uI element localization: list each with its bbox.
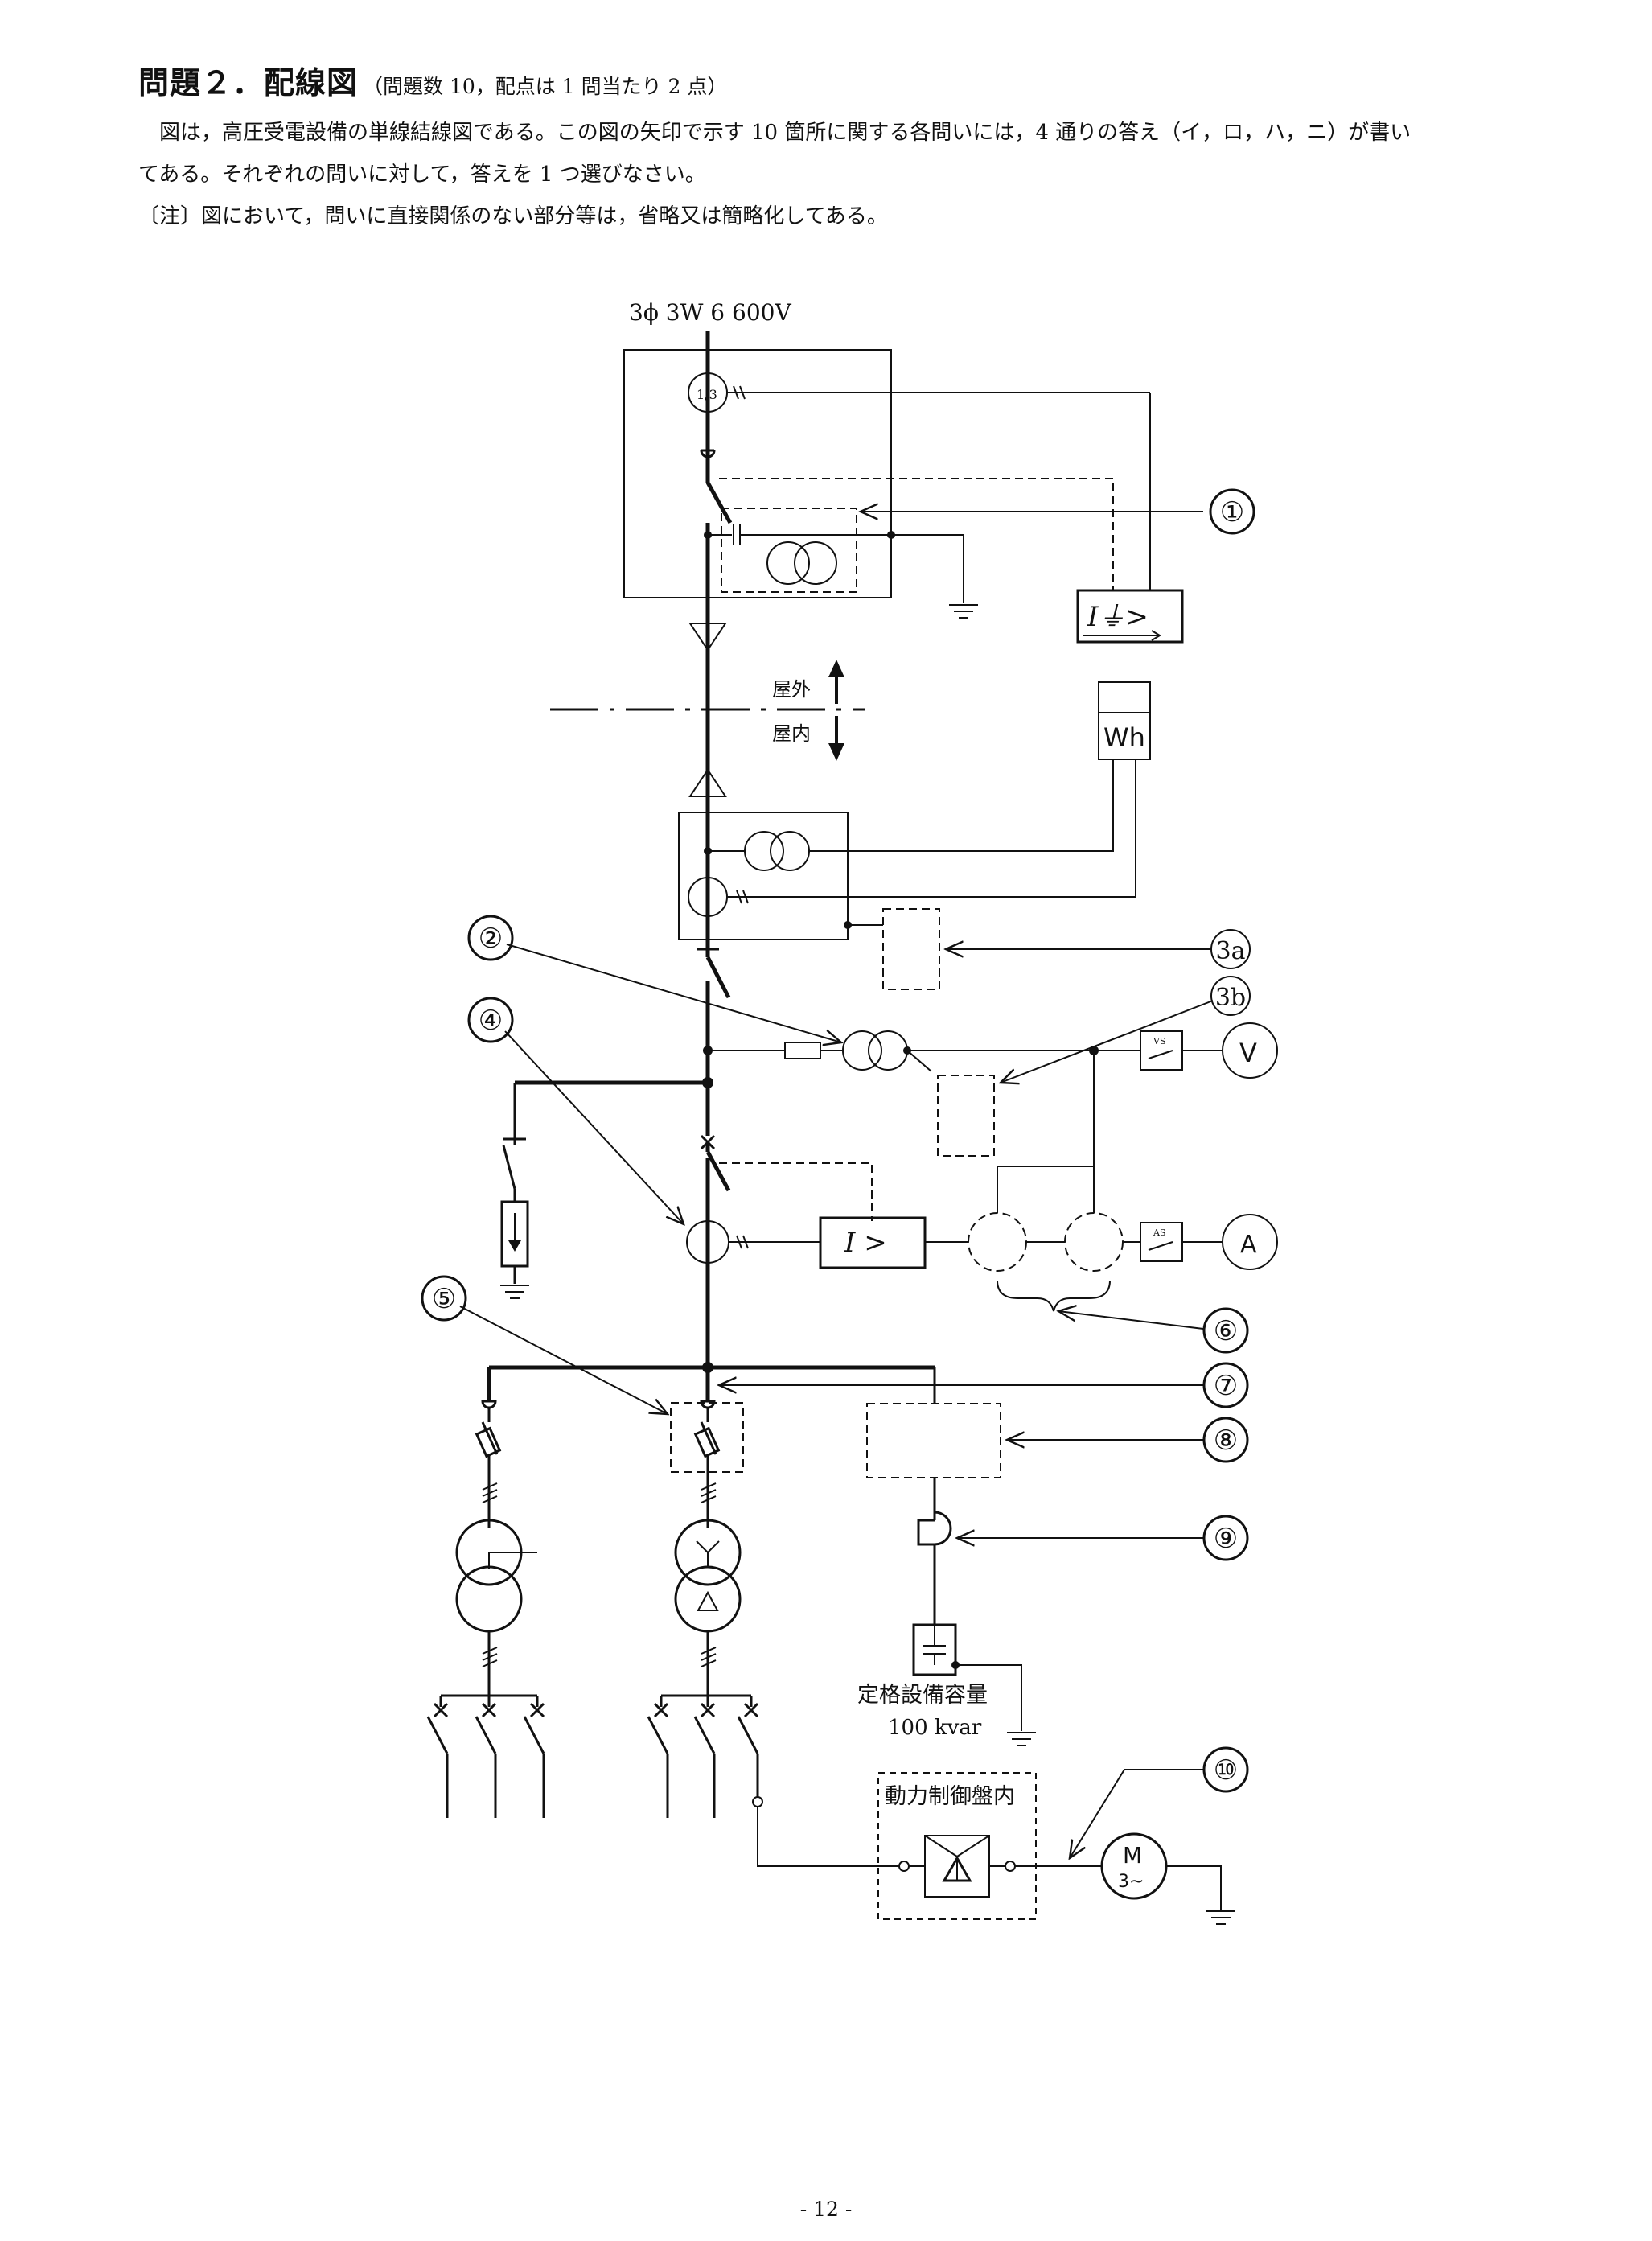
feeder2-lv-breakers bbox=[647, 1696, 759, 1818]
page-number: - 12 - bbox=[799, 2198, 853, 2221]
brace-6 bbox=[997, 1280, 1111, 1312]
capacitor-rating: 100 kvar bbox=[888, 1716, 982, 1740]
instruction-line-1: 図は，高圧受電設備の単線結線図である。この図の矢印で示す 10 箇所に関する各問… bbox=[159, 121, 1412, 145]
cb-trip-link bbox=[719, 1162, 873, 1221]
vct-vt-coil-b bbox=[770, 831, 810, 871]
callout-7: ⑦ bbox=[719, 1362, 1249, 1408]
feeder2-pc-fuse bbox=[693, 1426, 721, 1458]
feeder2-tr-primary bbox=[674, 1519, 742, 1586]
callout-10: ⑩ bbox=[1070, 1746, 1249, 1858]
as-label: AS bbox=[1153, 1227, 1165, 1238]
series-reactor bbox=[917, 1511, 952, 1546]
ground-symbol-1 bbox=[949, 604, 978, 619]
dashed-circle-a bbox=[968, 1212, 1027, 1272]
question-subtitle: （問題数 10，配点は 1 問当たり 2 点） bbox=[363, 75, 728, 98]
feeder1-tr-secondary bbox=[455, 1565, 523, 1633]
feeder1-lv-breakers bbox=[426, 1696, 545, 1818]
callout-3a: 3a bbox=[946, 929, 1251, 969]
wh-meter-box bbox=[1098, 681, 1151, 760]
svg-text:⑤: ⑤ bbox=[432, 1283, 456, 1315]
callout-1: ① bbox=[861, 488, 1255, 535]
zpd-transformer-coil-a bbox=[766, 541, 810, 585]
svg-text:⑥: ⑥ bbox=[1214, 1315, 1238, 1347]
ugs-mechanical-link bbox=[719, 478, 1114, 590]
pf-fuse bbox=[784, 1042, 821, 1059]
ground-relay-box bbox=[1076, 589, 1184, 644]
overcurrent-relay-label: I > bbox=[844, 1227, 887, 1259]
dashed-circle-b bbox=[1064, 1212, 1124, 1272]
dashed-box-1 bbox=[721, 508, 857, 593]
zpd-transformer-coil-b bbox=[794, 541, 837, 585]
callout-8: ⑧ bbox=[1007, 1417, 1249, 1463]
indoor-arrow bbox=[828, 716, 844, 761]
svg-text:⑧: ⑧ bbox=[1214, 1425, 1238, 1457]
motor-label: M bbox=[1123, 1842, 1142, 1869]
ground-symbol-motor bbox=[1206, 1910, 1235, 1925]
indoor-label: 屋内 bbox=[772, 722, 811, 745]
feeder1-pc-blade bbox=[481, 1421, 499, 1455]
feeder2-pc-blade bbox=[700, 1421, 717, 1455]
ground-symbol-la bbox=[500, 1285, 529, 1299]
callout-9: ⑨ bbox=[957, 1515, 1249, 1561]
ammeter-label: A bbox=[1240, 1231, 1257, 1259]
wye-symbol bbox=[696, 1540, 720, 1567]
vct-vt-coil-a bbox=[744, 831, 784, 871]
wh-meter-label: Wh bbox=[1103, 722, 1145, 753]
single-line-diagram: 3ϕ 3W 6 600V 1/3 I⏚> 屋外 屋内 bbox=[421, 299, 1278, 1925]
svg-text:⑩: ⑩ bbox=[1214, 1754, 1238, 1787]
svg-text:3b: 3b bbox=[1215, 984, 1246, 1012]
svg-text:①: ① bbox=[1220, 496, 1244, 528]
cable-head-outdoor bbox=[688, 623, 727, 652]
ugs-enclosure bbox=[623, 349, 892, 598]
ammeter bbox=[1222, 1214, 1278, 1270]
cable-head-indoor bbox=[688, 768, 727, 797]
callout-2: ② bbox=[467, 915, 841, 1042]
circuit-breaker-blade bbox=[705, 1150, 731, 1192]
vt-coil-a bbox=[842, 1030, 882, 1071]
vt-coil-b bbox=[868, 1030, 908, 1071]
callout-4: ④ bbox=[467, 997, 684, 1224]
vs-label: VS bbox=[1153, 1036, 1165, 1046]
supply-label: 3ϕ 3W 6 600V bbox=[629, 299, 791, 326]
motor-phase-label: 3~ bbox=[1118, 1872, 1144, 1892]
outdoor-arrow bbox=[828, 660, 844, 704]
ground-relay-label: I⏚> bbox=[1087, 601, 1149, 633]
callout-6: ⑥ bbox=[1058, 1309, 1249, 1354]
delta-symbol bbox=[697, 1590, 719, 1611]
dashed-box-5 bbox=[670, 1402, 744, 1473]
note-line: 〔注〕図において，問いに直接関係のない部分等は，省略又は簡略化してある。 bbox=[138, 204, 888, 228]
control-panel-box bbox=[877, 1772, 1037, 1920]
feeder1-pc-fuse bbox=[475, 1426, 502, 1458]
callout-3b: 3b bbox=[1001, 976, 1251, 1083]
ground-symbol-capacitor bbox=[1007, 1732, 1036, 1746]
svg-text:⑨: ⑨ bbox=[1214, 1523, 1238, 1555]
outdoor-label: 屋外 bbox=[772, 678, 811, 701]
voltmeter-label: V bbox=[1239, 1038, 1257, 1068]
dashed-box-3a bbox=[882, 908, 940, 990]
question-title: 問題２．配線図 bbox=[138, 65, 359, 101]
instruction-line-2: てある。それぞれの問いに対して，答えを 1 つ選びなさい。 bbox=[138, 162, 706, 187]
dashed-box-8 bbox=[866, 1403, 1001, 1478]
ugs-switch-blade bbox=[705, 481, 733, 524]
svg-text:3a: 3a bbox=[1216, 937, 1246, 965]
question-title-line: 問題２．配線図（問題数 10，配点は 1 問当たり 2 点） bbox=[138, 58, 1538, 102]
svg-text:⑦: ⑦ bbox=[1214, 1370, 1238, 1402]
control-panel-label: 動力制御盤内 bbox=[885, 1784, 1015, 1809]
voltmeter bbox=[1222, 1022, 1278, 1079]
svg-text:②: ② bbox=[479, 923, 503, 955]
vct-enclosure bbox=[678, 812, 849, 940]
feeder2-tr-secondary bbox=[674, 1565, 742, 1633]
svg-text:④: ④ bbox=[479, 1005, 503, 1037]
callout-5: ⑤ bbox=[421, 1275, 668, 1414]
dashed-box-3b bbox=[937, 1075, 995, 1157]
question-header: 問題２．配線図（問題数 10，配点は 1 問当たり 2 点） 図は，高圧受電設備… bbox=[138, 58, 1538, 237]
ratio-label: 1/3 bbox=[697, 387, 717, 402]
capacitor-caption: 定格設備容量 bbox=[857, 1683, 988, 1708]
